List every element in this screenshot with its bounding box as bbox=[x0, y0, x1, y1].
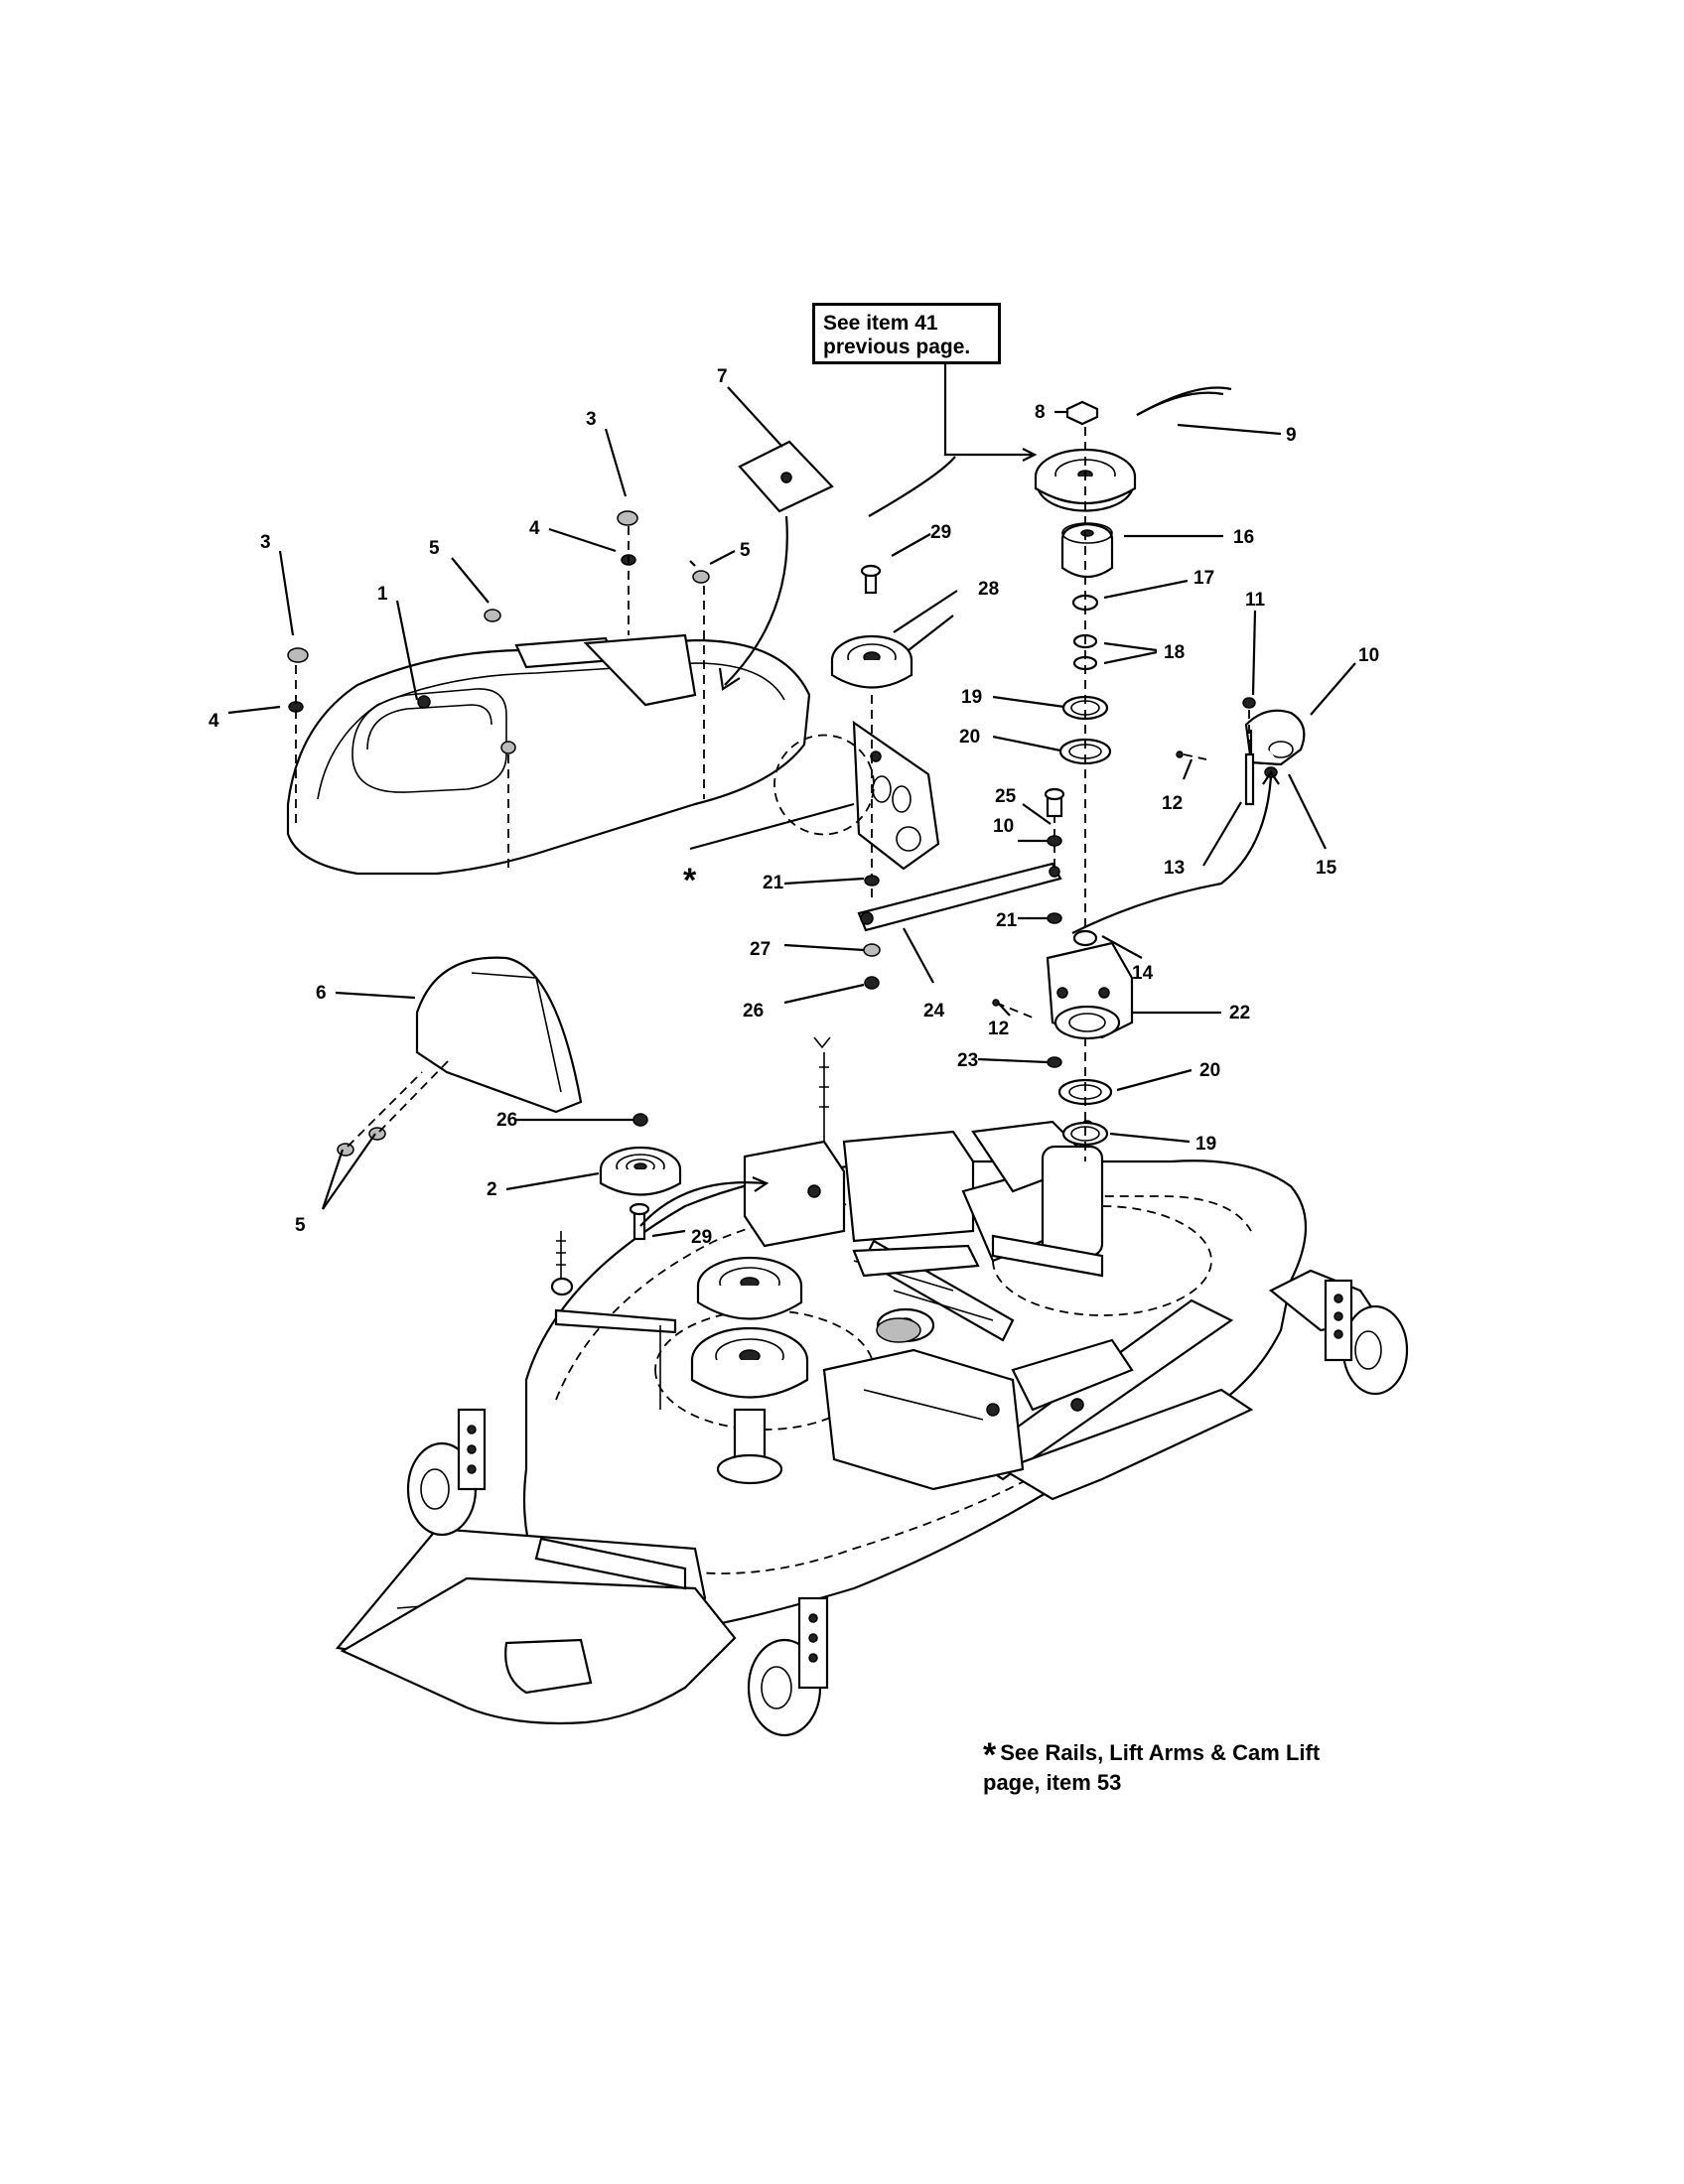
label-26-top: 26 bbox=[743, 1001, 764, 1022]
deck-spindle-pulleys bbox=[690, 1256, 935, 1485]
label-6: 6 bbox=[316, 983, 327, 1004]
label-19-bottom: 19 bbox=[1195, 1134, 1216, 1155]
see-item-41-note: See item 41 previous page. bbox=[812, 303, 1001, 364]
footnote-text-1: See Rails, Lift Arms & Cam Lift bbox=[1000, 1740, 1321, 1765]
footnote-line-1: *See Rails, Lift Arms & Cam Lift bbox=[983, 1738, 1400, 1772]
belt-guard-6 bbox=[415, 956, 583, 1114]
part-number-labels: 1 2 3 3 4 4 5 5 5 6 7 8 9 10 10 11 12 12… bbox=[209, 366, 1379, 1248]
footnote-line-2: page, item 53 bbox=[983, 1770, 1122, 1795]
label-3-top: 3 bbox=[586, 409, 597, 430]
label-27: 27 bbox=[750, 939, 771, 960]
label-4-left: 4 bbox=[209, 711, 219, 732]
label-10-center: 10 bbox=[993, 816, 1014, 837]
label-20-top: 20 bbox=[959, 727, 980, 748]
label-16: 16 bbox=[1233, 527, 1254, 548]
label-17: 17 bbox=[1193, 568, 1214, 589]
label-19-top: 19 bbox=[961, 687, 982, 708]
label-15: 15 bbox=[1316, 858, 1337, 879]
cover-hardware bbox=[287, 510, 710, 874]
label-21-left: 21 bbox=[763, 873, 784, 893]
label-5-c: 5 bbox=[295, 1215, 306, 1236]
footnote-asterisk: * bbox=[983, 1736, 997, 1774]
belt-cover-left bbox=[286, 633, 811, 876]
label-22: 22 bbox=[1229, 1003, 1250, 1024]
label-10-right: 10 bbox=[1358, 645, 1379, 666]
label-29-bottom: 29 bbox=[691, 1227, 712, 1248]
label-2: 2 bbox=[487, 1179, 497, 1200]
label-3-left: 3 bbox=[260, 532, 271, 553]
label-4-top: 4 bbox=[529, 518, 540, 539]
idler-pivot-bracket-22 bbox=[992, 929, 1134, 1068]
deck-wheels bbox=[406, 1279, 1409, 1737]
label-9: 9 bbox=[1286, 425, 1297, 446]
idler-pulley-2 bbox=[337, 1056, 682, 1241]
label-18: 18 bbox=[1164, 642, 1185, 663]
label-24: 24 bbox=[923, 1001, 945, 1022]
label-13: 13 bbox=[1164, 858, 1185, 879]
callout-line-2: previous page. bbox=[823, 336, 971, 358]
asterisk-marker: * bbox=[683, 862, 697, 899]
footnote: *See Rails, Lift Arms & Cam Lift page, i… bbox=[983, 1738, 1400, 1797]
pulley-stack bbox=[1034, 386, 1232, 1161]
label-20-bottom: 20 bbox=[1199, 1060, 1220, 1081]
idler-bracket-assembly bbox=[773, 564, 1065, 990]
label-8: 8 bbox=[1035, 402, 1046, 423]
label-11: 11 bbox=[1245, 590, 1266, 611]
label-5-a: 5 bbox=[429, 538, 440, 559]
label-28: 28 bbox=[978, 579, 999, 600]
deck-frame-and-brackets bbox=[743, 1120, 1134, 1491]
leader-lines bbox=[227, 364, 1356, 1238]
lift-chains bbox=[550, 1036, 831, 1410]
label-25: 25 bbox=[995, 786, 1017, 807]
callout-line-1: See item 41 bbox=[823, 312, 938, 335]
label-12-right: 12 bbox=[1162, 793, 1183, 814]
label-1: 1 bbox=[377, 584, 388, 605]
label-21-right: 21 bbox=[996, 910, 1018, 931]
label-7: 7 bbox=[717, 366, 728, 387]
label-23: 23 bbox=[957, 1050, 978, 1071]
label-14: 14 bbox=[1132, 963, 1154, 984]
label-5-b: 5 bbox=[740, 540, 751, 561]
idler-arm-10 bbox=[1176, 697, 1306, 806]
label-26-bottom: 26 bbox=[496, 1110, 517, 1131]
label-12-center: 12 bbox=[988, 1019, 1009, 1039]
label-29-top: 29 bbox=[930, 522, 951, 543]
